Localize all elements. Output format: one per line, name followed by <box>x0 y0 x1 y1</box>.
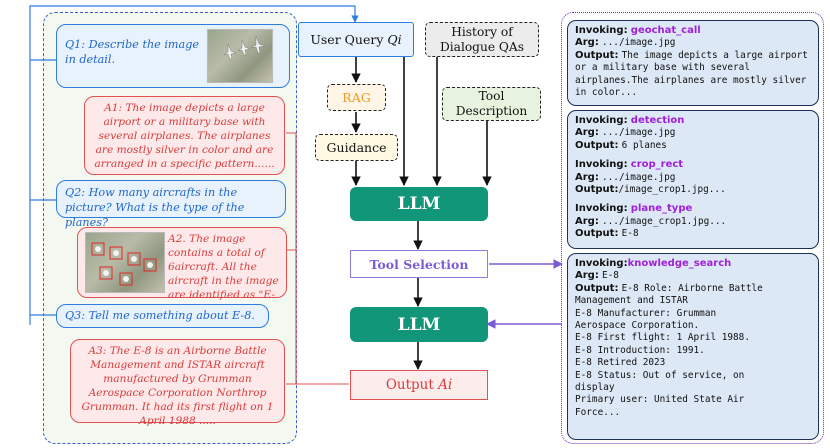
tool-output-line: E-8 Retired 2023 <box>575 357 666 369</box>
tool-invoking-label: Invoking: <box>575 25 628 36</box>
question-text-q1: Q1: Describe the image in detail. <box>65 38 199 66</box>
rag-box: RAG <box>327 84 386 111</box>
tool-output-line: Force... <box>575 406 621 418</box>
tool-output-value: 6 planes <box>621 139 667 151</box>
tool-name-detection: detection <box>630 115 685 126</box>
tool-call-crop-rect: Invoking: crop_rect Arg: .../image.jpg O… <box>575 159 811 196</box>
tool-output-line: Aerospace Corporation. <box>575 320 700 332</box>
llm-responder-box: LLM <box>350 307 488 342</box>
tool-arg-value: .../image.jpg <box>602 127 676 139</box>
answer-bubble-a3: A3: The E-8 is an Airborne Battle Manage… <box>70 339 285 427</box>
guidance-box: Guidance <box>315 134 398 161</box>
output-label: Output <box>385 377 434 393</box>
answer-bubble-a1: A1: The image depicts a large airport or… <box>84 96 285 175</box>
tool-arg-value: .../image_crop1.jpg... <box>602 215 727 227</box>
llm-planner-label: LLM <box>397 194 441 214</box>
tool-output-label: Output: <box>575 139 619 151</box>
dialogue-history-box: History of Dialogue QAs <box>425 22 539 57</box>
tool-panel-geochat: Invoking: geochat_call Arg: .../image.jp… <box>567 20 819 106</box>
tool-arg-label: Arg: <box>575 215 599 227</box>
user-query-var: Qi <box>387 32 402 47</box>
tool-arg-label: Arg: <box>575 171 599 183</box>
tool-invoking-label: Invoking: <box>575 159 628 171</box>
tool-output-line: Management and ISTAR <box>575 295 688 307</box>
tool-arg-value: .../image.jpg <box>602 171 676 183</box>
tool-arg-value: .../image.jpg <box>602 37 676 49</box>
tool-arg-value: E-8 <box>602 270 619 282</box>
output-var: Ai <box>438 377 453 393</box>
tool-panel-detection-chain: Invoking: detection Arg: .../image.jpg O… <box>567 110 819 249</box>
tool-output-value: /image_crop1.jpg... <box>618 184 726 196</box>
tool-output-label: Output: <box>575 228 619 240</box>
guidance-label: Guidance <box>326 140 387 155</box>
rag-label: RAG <box>342 90 371 105</box>
tool-output-line: E-8 Status: Out of service, on <box>575 369 745 381</box>
tool-name-knowledge-search: knowledge_search <box>627 258 732 269</box>
question-bubble-q2: Q2: How many aircrafts in the picture? W… <box>56 180 286 229</box>
tool-call-detection: Invoking: detection Arg: .../image.jpg O… <box>575 115 811 152</box>
question-text-q3: Q3: Tell me something about E-8. <box>65 309 255 322</box>
airfield-image-thumbnail <box>207 29 273 83</box>
tool-output-label: Output: <box>575 184 619 196</box>
detected-aircraft-thumbnail <box>85 232 165 293</box>
tool-name-geochat: geochat_call <box>630 25 701 36</box>
llm-responder-label: LLM <box>397 314 441 335</box>
tool-output-line: Primary user: United State Air <box>575 394 745 406</box>
dialogue-history-label: History of Dialogue QAs <box>440 24 524 54</box>
tool-output-line: display <box>575 382 615 394</box>
tool-description-box: Tool Description <box>442 87 541 121</box>
user-query-box: User Query Qi <box>298 22 414 57</box>
answer-text-a1: A1: The image depicts a large airport or… <box>94 102 275 170</box>
tool-output-line: E-8 First flight: 1 April 1988. <box>575 332 750 344</box>
tool-invoking-label: Invoking: <box>575 115 628 126</box>
tool-name-crop-rect: crop_rect <box>630 159 684 171</box>
tool-arg-label: Arg: <box>575 127 599 139</box>
output-box: Output Ai <box>350 370 488 400</box>
airplanes-icon <box>223 35 266 60</box>
tool-output-label: Output: <box>575 49 619 61</box>
tool-output-value: E-8 <box>621 228 639 240</box>
user-query-label: User Query <box>310 32 384 47</box>
tool-arg-label: Arg: <box>575 37 599 49</box>
tool-output-line: E-8 Manufacturer: Grumman <box>575 307 717 319</box>
tool-name-plane-type: plane_type <box>630 203 693 215</box>
tool-description-label: Tool Description <box>455 89 528 118</box>
tool-output-line: E-8 Introduction: 1991. <box>575 344 705 356</box>
tool-arg-label: Arg: <box>575 270 599 282</box>
tool-output-label: Output: <box>575 282 619 294</box>
question-bubble-q3: Q3: Tell me something about E-8. <box>56 304 269 328</box>
answer-text-a3: A3: The E-8 is an Airborne Battle Manage… <box>81 345 274 427</box>
llm-planner-box: LLM <box>350 187 488 221</box>
tool-panel-knowledge-search: Invoking:knowledge_search Arg: E-8 Outpu… <box>567 253 819 440</box>
tool-selection-label: Tool Selection <box>369 256 469 272</box>
tool-selection-box: Tool Selection <box>350 250 488 278</box>
tools-container <box>561 12 824 444</box>
tool-invoking-label: Invoking: <box>575 258 628 269</box>
tool-call-plane-type: Invoking: plane_type Arg: .../image_crop… <box>575 203 811 240</box>
tool-invoking-label: Invoking: <box>575 203 628 215</box>
tool-output-value: The image depicts a large airport or a m… <box>575 49 808 99</box>
tool-output-line: E-8 Role: Airborne Battle <box>621 282 763 294</box>
detection-boxes-icon <box>91 242 157 286</box>
question-text-q2: Q2: How many aircrafts in the picture? W… <box>65 186 245 229</box>
